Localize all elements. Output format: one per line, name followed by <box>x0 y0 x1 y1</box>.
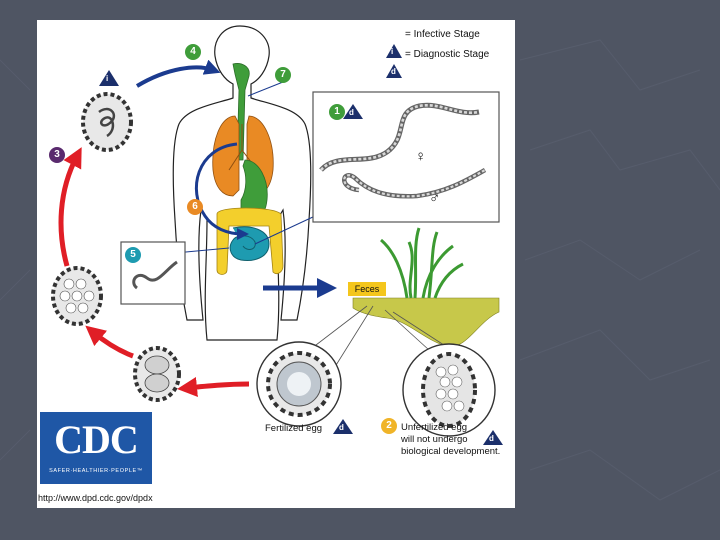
grass <box>381 228 463 298</box>
cdc-logo-tagline: SAFER·HEALTHIER·PEOPLE™ <box>40 468 152 474</box>
cdc-logo-text: CDC <box>40 418 152 462</box>
unfertilized-caption-line2: will not undergo <box>401 434 468 446</box>
infective-stage-marker <box>99 70 119 86</box>
diagnostic-legend-symbol: d <box>391 67 396 76</box>
fertilized-egg <box>257 342 341 426</box>
small-intestine <box>230 227 269 261</box>
stage-5-badge: 5 <box>125 247 141 263</box>
stage-4-badge: 4 <box>185 44 201 60</box>
development-arrow-3 <box>61 156 77 266</box>
diagnostic-marker-worms-label: d <box>349 108 354 117</box>
stage-3-badge: 3 <box>49 147 65 163</box>
cdc-logo: CDC SAFER·HEALTHIER·PEOPLE™ <box>40 412 152 484</box>
development-arrow-2 <box>93 332 133 356</box>
two-cell-egg <box>135 348 179 400</box>
stage-6-badge: 6 <box>187 199 203 215</box>
diagnostic-legend-label: = Diagnostic Stage <box>405 49 489 60</box>
infective-legend-symbol: i <box>391 47 393 56</box>
ingestion-arrow <box>137 67 213 86</box>
unfertilized-caption-line1: Unfertilized egg <box>401 422 467 434</box>
feces-label: Feces <box>348 282 386 296</box>
stage-7-badge: 7 <box>275 67 291 83</box>
infective-legend-triangle <box>386 44 402 58</box>
male-symbol: ♂ <box>429 190 440 207</box>
life-cycle-diagram: i = Infective Stage d = Diagnostic Stage… <box>37 20 515 508</box>
soil <box>353 298 499 346</box>
stage-2-badge: 2 <box>381 418 397 434</box>
infective-legend-label: = Infective Stage <box>405 29 480 40</box>
development-arrow-1 <box>187 384 249 388</box>
source-url[interactable]: http://www.dpd.cdc.gov/dpdx <box>38 493 153 503</box>
stage-1-badge: 1 <box>329 104 345 120</box>
multi-cell-egg <box>53 268 101 324</box>
female-symbol: ♀ <box>415 148 426 165</box>
fertilized-egg-caption: Fertilized egg <box>265 423 322 435</box>
diagnostic-marker-fertilized-label: d <box>339 423 344 432</box>
diagnostic-marker-unfertilized-label: d <box>489 434 494 443</box>
embryonated-egg <box>83 94 131 150</box>
unfertilized-caption-line3: biological development. <box>401 446 500 458</box>
infective-stage-marker-label: i <box>106 74 108 83</box>
